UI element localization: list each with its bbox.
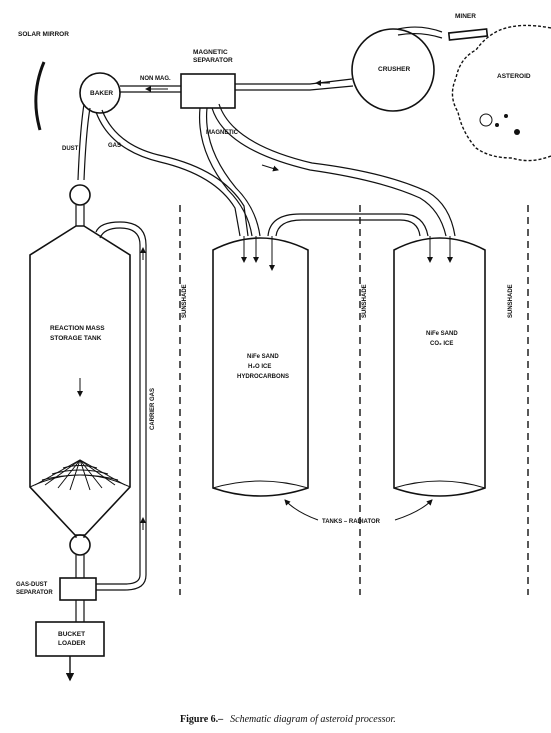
tanks-radiator-label: TANKS – RADIATOR <box>322 519 381 525</box>
asteroid-crater <box>504 114 508 118</box>
tank-link-pipe <box>267 213 429 237</box>
gas-label: GAS <box>108 143 121 149</box>
crusher-chute <box>397 26 443 33</box>
gas-dust-separator-label-2: SEPARATOR <box>16 590 53 596</box>
crusher <box>351 28 435 112</box>
radiator-tank-2 <box>393 237 486 497</box>
magnetic-pipe <box>205 107 261 237</box>
caption-figure: Figure 6.– <box>180 714 224 725</box>
magnetic-pipe <box>198 107 253 237</box>
baker-label: BAKER <box>90 90 113 97</box>
tank2-line1: NiFe SAND <box>426 331 458 337</box>
gas-return-pipe <box>211 107 447 237</box>
tanks-radiator-arrow <box>284 499 319 521</box>
reaction-tank-label-2: STORAGE TANK <box>50 335 102 342</box>
baker-dust-pipe <box>77 103 85 181</box>
tank1-line1: NiFe SAND <box>247 354 279 360</box>
gas-dust-separator <box>59 577 97 601</box>
crusher-to-separator-pipe <box>235 85 354 91</box>
asteroid <box>451 24 551 162</box>
upper-valve <box>69 184 91 206</box>
carrier-gas-label: CARRIER GAS <box>150 388 156 430</box>
magnetic-separator-label-1: MAGNETIC <box>193 49 228 56</box>
tank2-line2: CO₂ ICE <box>430 341 453 347</box>
solar-mirror <box>34 61 46 131</box>
bucket-loader-label-1: BUCKET <box>58 631 85 638</box>
solar-mirror-label: SOLAR MIRROR <box>18 31 69 38</box>
asteroid-crater <box>514 129 520 135</box>
magnetic-separator <box>180 73 236 109</box>
figure-caption: Figure 6.– Schematic diagram of asteroid… <box>180 709 396 726</box>
caption-text: Schematic diagram of asteroid processor. <box>230 714 396 725</box>
gas-return-pipe <box>218 103 456 237</box>
tank-cone-top <box>29 474 131 488</box>
lower-valve <box>69 534 91 556</box>
asteroid-label: ASTEROID <box>497 73 531 80</box>
gas-pipe <box>101 109 249 237</box>
miner-label: MINER <box>455 13 476 20</box>
dust-label: DUST <box>62 146 79 152</box>
valve-pipe <box>75 555 85 578</box>
carrier-gas-pipe <box>95 221 147 591</box>
magnetic-separator-label-2: SEPARATOR <box>193 57 233 64</box>
sunshade-label-3: SUNSHADE <box>508 284 514 318</box>
baker-dust-pipe <box>83 107 91 181</box>
tank-base-curve <box>212 480 309 489</box>
gas-dust-separator-label-1: GAS-DUST <box>16 582 48 588</box>
crusher-chute <box>397 32 443 39</box>
bucket-loader <box>35 621 105 657</box>
reaction-mass-storage-tank <box>29 225 131 536</box>
crusher-to-separator-pipe <box>235 78 353 85</box>
miner <box>447 28 489 41</box>
flow-arrow <box>261 164 279 172</box>
carrier-gas-pipe <box>96 227 141 585</box>
tanks-radiator-arrow <box>394 499 433 521</box>
reaction-tank-label-1: REACTION MASS <box>50 325 105 332</box>
sunshade-label-1: SUNSHADE <box>182 284 188 318</box>
separator-pipe <box>75 600 85 622</box>
bucket-loader-label-2: LOADER <box>58 640 86 647</box>
tank-base-curve <box>393 480 486 489</box>
non-mag-label: NON MAG. <box>140 76 171 82</box>
tank-link-pipe <box>275 219 421 237</box>
tank1-line2: H₂O ICE <box>248 364 271 370</box>
baker <box>79 72 121 114</box>
valve-pipe <box>75 205 85 226</box>
radiator-tank-1 <box>212 237 309 497</box>
crusher-label: CRUSHER <box>378 66 410 73</box>
magnetic-label: MAGNETIC <box>206 130 239 136</box>
tank-internal-web <box>34 459 126 491</box>
gas-pipe <box>95 111 241 237</box>
sunshade-label-2: SUNSHADE <box>362 284 368 318</box>
asteroid-crater <box>479 113 493 127</box>
tank1-line3: HYDROCARBONS <box>237 374 289 380</box>
asteroid-crater <box>495 123 499 127</box>
